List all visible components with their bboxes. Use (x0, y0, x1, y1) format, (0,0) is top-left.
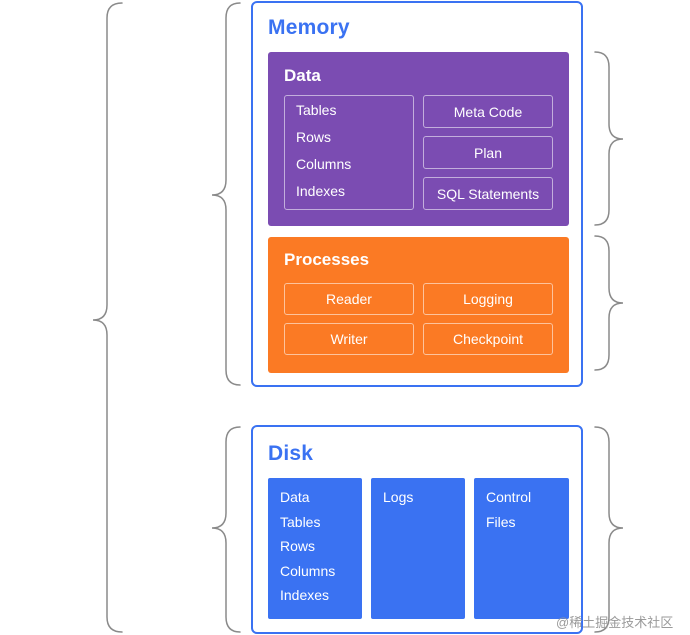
disk-item-control: Control (486, 489, 532, 505)
disk-data-files-column: Data Tables Rows Columns Indexes (268, 478, 362, 619)
memory-panel: Memory Data Tables Rows Columns Indexes … (251, 1, 583, 387)
disk-right-brace (594, 426, 624, 633)
logging-box: Logging (423, 283, 553, 315)
disk-item-tables: Tables (280, 513, 321, 530)
data-item-tables: Tables (296, 102, 337, 118)
processes-right-brace (594, 235, 624, 371)
plan-box: Plan (423, 136, 553, 169)
disk-item-files: Files (486, 513, 516, 530)
data-item-columns: Columns (296, 156, 352, 172)
data-item-rows: Rows (296, 129, 332, 145)
disk-item-logs: Logs (383, 489, 414, 505)
sql-statements-box: SQL Statements (423, 177, 553, 210)
disk-item-data: Data (280, 489, 310, 505)
disk-logs-column: Logs (371, 478, 465, 619)
meta-code-box: Meta Code (423, 95, 553, 128)
processes-block: Processes Reader Logging Writer Checkpoi… (268, 237, 569, 373)
disk-item-columns: Columns (280, 562, 336, 579)
writer-box: Writer (284, 323, 414, 355)
reader-box: Reader (284, 283, 414, 315)
memory-title: Memory (268, 16, 350, 39)
disk-panel: Disk Data Tables Rows Columns Indexes Lo… (251, 425, 583, 634)
disk-left-brace (211, 426, 241, 633)
disk-item-indexes: Indexes (280, 587, 330, 603)
processes-title: Processes (284, 250, 370, 269)
checkpoint-box: Checkpoint (423, 323, 553, 355)
data-right-brace (594, 51, 624, 226)
data-structures-box: Tables Rows Columns Indexes (284, 95, 414, 210)
disk-control-files-column: Control Files (474, 478, 569, 619)
data-block: Data Tables Rows Columns Indexes Meta Co… (268, 52, 569, 226)
disk-title: Disk (268, 442, 314, 465)
watermark: @稀土掘金技术社区 (556, 615, 674, 630)
instance-left-brace (92, 2, 123, 633)
memory-left-brace (211, 2, 241, 386)
data-title: Data (284, 66, 321, 85)
disk-item-rows: Rows (280, 538, 316, 554)
data-item-indexes: Indexes (296, 183, 346, 199)
